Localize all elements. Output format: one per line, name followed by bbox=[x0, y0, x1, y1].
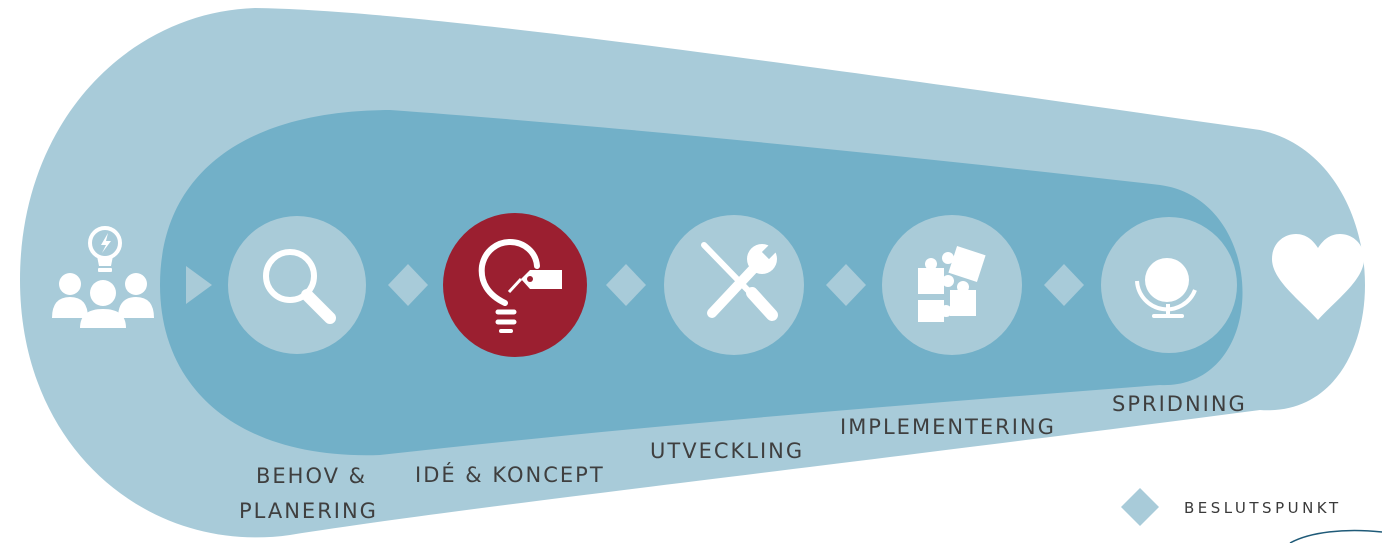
legend-label: BESLUTSPUNKT bbox=[1184, 499, 1342, 517]
phase-label-utveckling: UTVECKLING bbox=[650, 439, 804, 463]
phase-ide-node bbox=[443, 213, 587, 357]
puzzle-icon bbox=[918, 246, 986, 322]
phase-label-spridning: SPRIDNING bbox=[1112, 392, 1247, 416]
lightbulb-tag-icon bbox=[478, 238, 562, 333]
diamond-icon bbox=[1121, 488, 1159, 526]
decision-diamond-icon bbox=[388, 264, 428, 306]
phase-behov-node bbox=[228, 216, 366, 354]
phase-label-ide: IDÉ & KONCEPT bbox=[415, 462, 605, 487]
start-arrow-icon bbox=[186, 266, 212, 304]
phase-label-behov-line1: BEHOV & bbox=[256, 464, 367, 488]
phase-spridning-node bbox=[1101, 217, 1237, 353]
decision-diamond-icon bbox=[1044, 264, 1084, 306]
decision-diamond-icon bbox=[606, 264, 646, 306]
phase-label-behov-line2: PLANERING bbox=[239, 499, 378, 523]
decision-points bbox=[388, 264, 1084, 306]
phase-utveckling-node bbox=[664, 215, 804, 355]
screwdriver-wrench-icon bbox=[701, 242, 778, 321]
decision-diamond-icon bbox=[826, 264, 866, 306]
heart-icon bbox=[1272, 234, 1364, 320]
magnifier-icon bbox=[263, 249, 336, 324]
phase-implementering-node bbox=[882, 215, 1022, 355]
globe-icon bbox=[1135, 258, 1197, 318]
phase-label-implementering: IMPLEMENTERING bbox=[840, 415, 1056, 439]
phase-circle bbox=[228, 216, 366, 354]
legend: BESLUTSPUNKT bbox=[1121, 488, 1342, 526]
people-idea-icon bbox=[52, 226, 154, 328]
partial-circle-outline bbox=[1289, 529, 1382, 543]
